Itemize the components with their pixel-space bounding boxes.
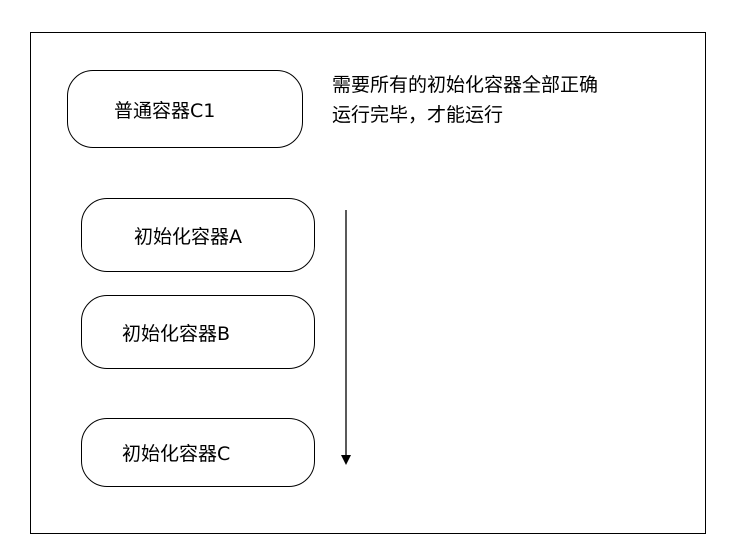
note-text: 需要所有的初始化容器全部正确 运行完毕，才能运行 bbox=[332, 70, 712, 130]
init-container-label: 初始化容器C bbox=[122, 443, 231, 465]
init-container-b: 初始化容器B bbox=[81, 295, 315, 369]
note-line-2: 运行完毕，才能运行 bbox=[332, 104, 504, 126]
init-container-a: 初始化容器A bbox=[81, 198, 315, 272]
note-line-1: 需要所有的初始化容器全部正确 bbox=[332, 74, 599, 96]
init-container-label: 初始化容器A bbox=[134, 225, 242, 248]
init-container-c: 初始化容器C bbox=[81, 418, 315, 487]
diagram-frame bbox=[30, 32, 706, 534]
regular-container-c1: 普通容器C1 bbox=[67, 70, 303, 148]
init-container-label: 初始化容器B bbox=[122, 322, 231, 345]
regular-container-label: 普通容器C1 bbox=[114, 99, 216, 122]
